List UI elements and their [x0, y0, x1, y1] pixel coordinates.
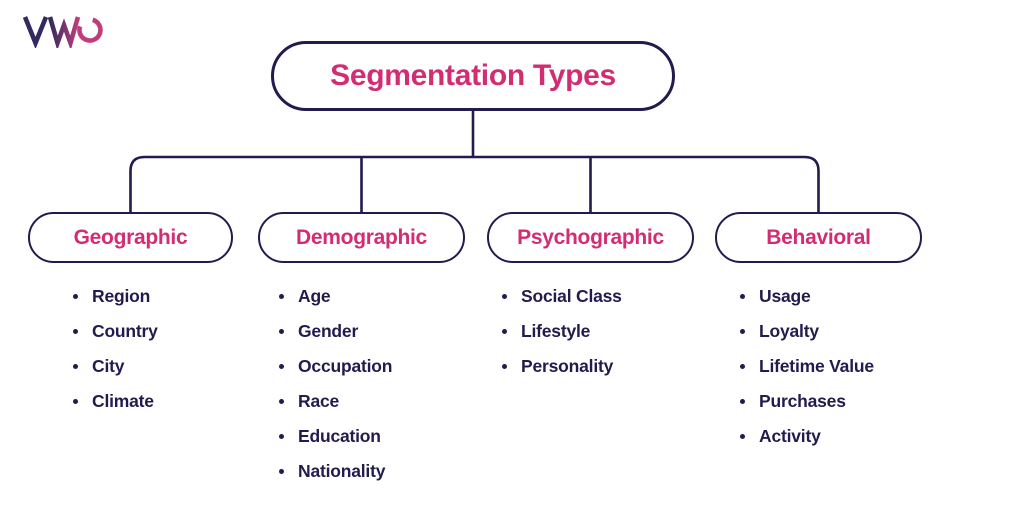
bullet-icon	[502, 364, 507, 369]
list-item: Lifestyle	[502, 314, 622, 349]
branch-node-demographic: Demographic	[258, 212, 465, 263]
list-item: Social Class	[502, 279, 622, 314]
list-item-label: Purchases	[759, 391, 846, 411]
list-item-label: Social Class	[521, 286, 622, 306]
list-item: Climate	[73, 384, 158, 419]
logo-letter-o	[77, 17, 103, 43]
bullet-icon	[740, 329, 745, 334]
demographic-item-list: Age Gender Occupation Race Education Nat…	[279, 279, 392, 489]
bullet-icon	[279, 294, 284, 299]
list-item-label: Education	[298, 426, 381, 446]
branch-label: Behavioral	[766, 225, 871, 249]
list-item: Activity	[740, 419, 874, 454]
geographic-item-list: Region Country City Climate	[73, 279, 158, 419]
branch-node-psychographic: Psychographic	[487, 212, 694, 263]
list-item-label: Lifestyle	[521, 321, 591, 341]
bullet-icon	[73, 329, 78, 334]
list-item-label: Activity	[759, 426, 821, 446]
list-item: Occupation	[279, 349, 392, 384]
bullet-icon	[740, 364, 745, 369]
root-node: Segmentation Types	[271, 41, 675, 111]
bullet-icon	[502, 294, 507, 299]
list-item-label: Gender	[298, 321, 359, 341]
bullet-icon	[279, 364, 284, 369]
list-item-label: Country	[92, 321, 158, 341]
root-node-label: Segmentation Types	[330, 59, 616, 92]
bullet-icon	[73, 364, 78, 369]
list-item-label: Occupation	[298, 356, 393, 376]
bullet-icon	[740, 294, 745, 299]
list-item: Race	[279, 384, 392, 419]
list-item-label: Lifetime Value	[759, 356, 874, 376]
branch-label: Psychographic	[517, 225, 664, 249]
bullet-icon	[279, 469, 284, 474]
list-item: City	[73, 349, 158, 384]
bullet-icon	[502, 329, 507, 334]
logo-letter-w	[47, 16, 81, 48]
list-item: Purchases	[740, 384, 874, 419]
list-item: Region	[73, 279, 158, 314]
list-item: Usage	[740, 279, 874, 314]
list-item-label: Loyalty	[759, 321, 819, 341]
bullet-icon	[740, 399, 745, 404]
list-item-label: Region	[92, 286, 151, 306]
bullet-icon	[279, 329, 284, 334]
branch-label: Geographic	[73, 225, 188, 249]
bullet-icon	[740, 434, 745, 439]
list-item-label: City	[92, 356, 125, 376]
list-item: Gender	[279, 314, 392, 349]
psychographic-item-list: Social Class Lifestyle Personality	[502, 279, 622, 384]
behavioral-item-list: Usage Loyalty Lifetime Value Purchases A…	[740, 279, 874, 454]
list-item-label: Race	[298, 391, 340, 411]
list-item: Lifetime Value	[740, 349, 874, 384]
bullet-icon	[279, 399, 284, 404]
list-item-label: Usage	[759, 286, 811, 306]
list-item: Nationality	[279, 454, 392, 489]
list-item-label: Climate	[92, 391, 154, 411]
bullet-icon	[73, 399, 78, 404]
list-item-label: Nationality	[298, 461, 386, 481]
list-item: Education	[279, 419, 392, 454]
list-item: Loyalty	[740, 314, 874, 349]
list-item: Personality	[502, 349, 622, 384]
branch-node-geographic: Geographic	[28, 212, 233, 263]
logo-letter-v	[22, 16, 49, 48]
list-item-label: Age	[298, 286, 331, 306]
list-item: Country	[73, 314, 158, 349]
vwo-logo-icon	[22, 16, 103, 48]
branch-node-behavioral: Behavioral	[715, 212, 922, 263]
connector-horizontal-rail	[129, 155, 820, 212]
bullet-icon	[279, 434, 284, 439]
list-item: Age	[279, 279, 392, 314]
bullet-icon	[73, 294, 78, 299]
list-item-label: Personality	[521, 356, 614, 376]
branch-label: Demographic	[296, 225, 427, 249]
